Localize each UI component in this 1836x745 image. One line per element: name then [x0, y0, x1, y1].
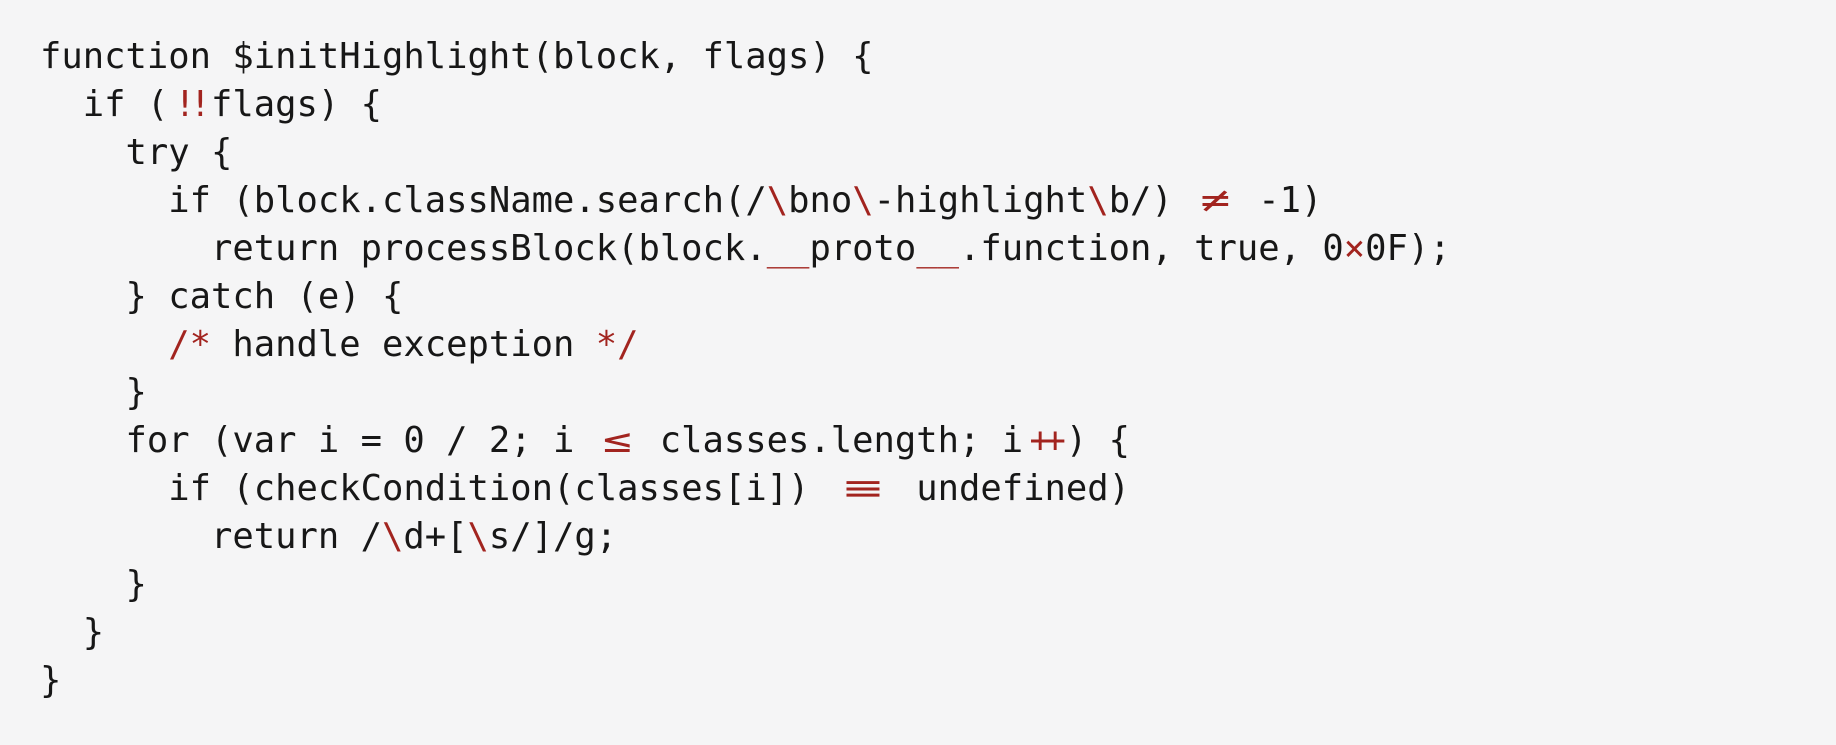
- code-text: }: [125, 372, 147, 413]
- code-text: } catch (e) {: [125, 276, 404, 317]
- ligature-glyph: ≤: [602, 420, 632, 461]
- code-line: /* handle exception */: [40, 321, 1836, 369]
- code-text: }: [82, 612, 105, 653]
- code-line: return processBlock(block.__proto__.func…: [40, 225, 1836, 273]
- code-text: s/]/g;: [488, 516, 618, 557]
- ligature-glyph: */: [595, 324, 639, 365]
- code-text: d+[: [403, 516, 468, 557]
- code-text: handle exception: [211, 324, 596, 365]
- code-text: }: [125, 564, 147, 605]
- code-text: function $initHighlight(block, flags) {: [40, 36, 874, 77]
- code-text: return /: [210, 516, 382, 557]
- code-line: return /\d+[\s/]/g;: [40, 513, 1836, 561]
- ligature-glyph: __: [766, 228, 810, 269]
- code-line: }: [40, 609, 1836, 657]
- ligature-glyph: \: [381, 516, 404, 557]
- code-line: if (!!flags) {: [40, 81, 1836, 129]
- code-text: }: [40, 660, 62, 701]
- ligature-glyph: \: [1087, 180, 1109, 221]
- code-text: if (checkCondition(classes[i]): [168, 468, 831, 509]
- ligature-glyph: ×: [1343, 228, 1366, 269]
- code-line: } catch (e) {: [40, 273, 1836, 321]
- code-text: undefined): [894, 468, 1131, 509]
- ligature-glyph: ≡: [843, 468, 883, 509]
- code-text: -highlight: [873, 180, 1088, 221]
- code-text: -1): [1236, 180, 1323, 221]
- ligature-glyph: ++: [1029, 420, 1066, 461]
- code-text: for (var i = 0 / 2; i: [125, 420, 596, 461]
- ligature-glyph: !!: [174, 84, 211, 125]
- code-text: .function, true, 0: [959, 228, 1344, 269]
- code-line: for (var i = 0 / 2; i ≤ classes.length; …: [40, 417, 1836, 465]
- code-text: proto: [809, 228, 917, 269]
- code-text: flags) {: [210, 84, 382, 125]
- ligature-glyph: \: [852, 180, 874, 221]
- code-text: ) {: [1065, 420, 1131, 461]
- code-line: if (block.className.search(/\bno\-highli…: [40, 177, 1836, 225]
- code-line: }: [40, 369, 1836, 417]
- code-text: classes.length; i: [638, 420, 1024, 461]
- ligature-glyph: __: [916, 228, 960, 269]
- code-line: try {: [40, 129, 1836, 177]
- ligature-glyph: \: [467, 516, 489, 557]
- code-text: if (: [82, 84, 169, 125]
- ligature-glyph: ≠: [1200, 180, 1231, 221]
- ligature-glyph: /*: [168, 324, 211, 365]
- code-text: 0F);: [1365, 228, 1451, 269]
- code-text: try {: [125, 132, 233, 173]
- code-line: }: [40, 657, 1836, 705]
- code-text: bno: [788, 180, 853, 221]
- ligature-glyph: \: [766, 180, 789, 221]
- code-line: }: [40, 561, 1836, 609]
- code-text: b/): [1108, 180, 1195, 221]
- code-text: if (block.className.search(/: [168, 180, 767, 221]
- code-text: return processBlock(block.: [210, 228, 767, 269]
- code-line: function $initHighlight(block, flags) {: [40, 33, 1836, 81]
- code-line: if (checkCondition(classes[i]) ≡ undefin…: [40, 465, 1836, 513]
